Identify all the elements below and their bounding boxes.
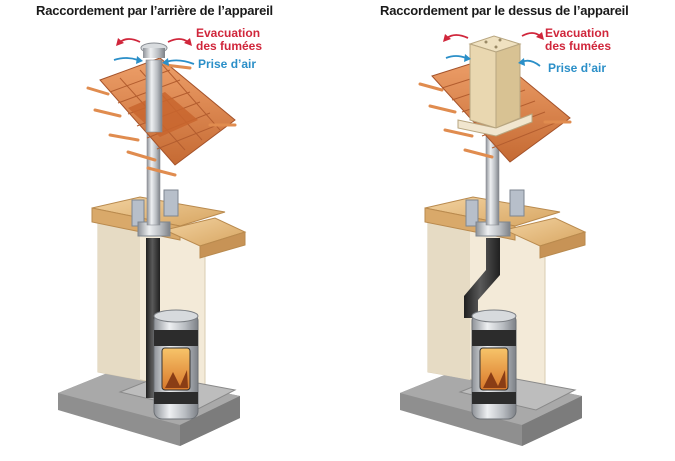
intake-arrow-left [113,56,195,66]
exhaust-arrow-right [443,32,544,42]
exhaust-arrow-left [116,38,192,46]
stove-right [471,309,517,420]
exhaust-label-line2: des fumées [545,39,612,53]
roof-terminal [140,42,168,133]
exhaust-label-line1: Evacuation [545,26,610,40]
support-brackets [465,189,525,237]
left-illustration [58,38,247,446]
stove-pipe-black [464,238,500,318]
intake-label-right: Prise d’air [548,61,607,75]
exhaust-label-right: Evacuation des fumées [545,27,611,53]
stove-left [153,309,199,420]
right-illustration [400,32,587,446]
support-brackets [131,189,179,237]
title-rear-connection: Raccordement par l’arrière de l’appareil [36,3,273,18]
intake-arrow-right [445,54,541,67]
exhaust-label-line1: Evacuation [196,26,261,40]
intake-label-left: Prise d’air [198,57,257,71]
exhaust-label-left: Evacuation des fumées [196,27,262,53]
title-top-connection: Raccordement par le dessus de l’appareil [380,3,629,18]
chimney-box [457,35,533,137]
exhaust-label-line2: des fumées [196,39,263,53]
